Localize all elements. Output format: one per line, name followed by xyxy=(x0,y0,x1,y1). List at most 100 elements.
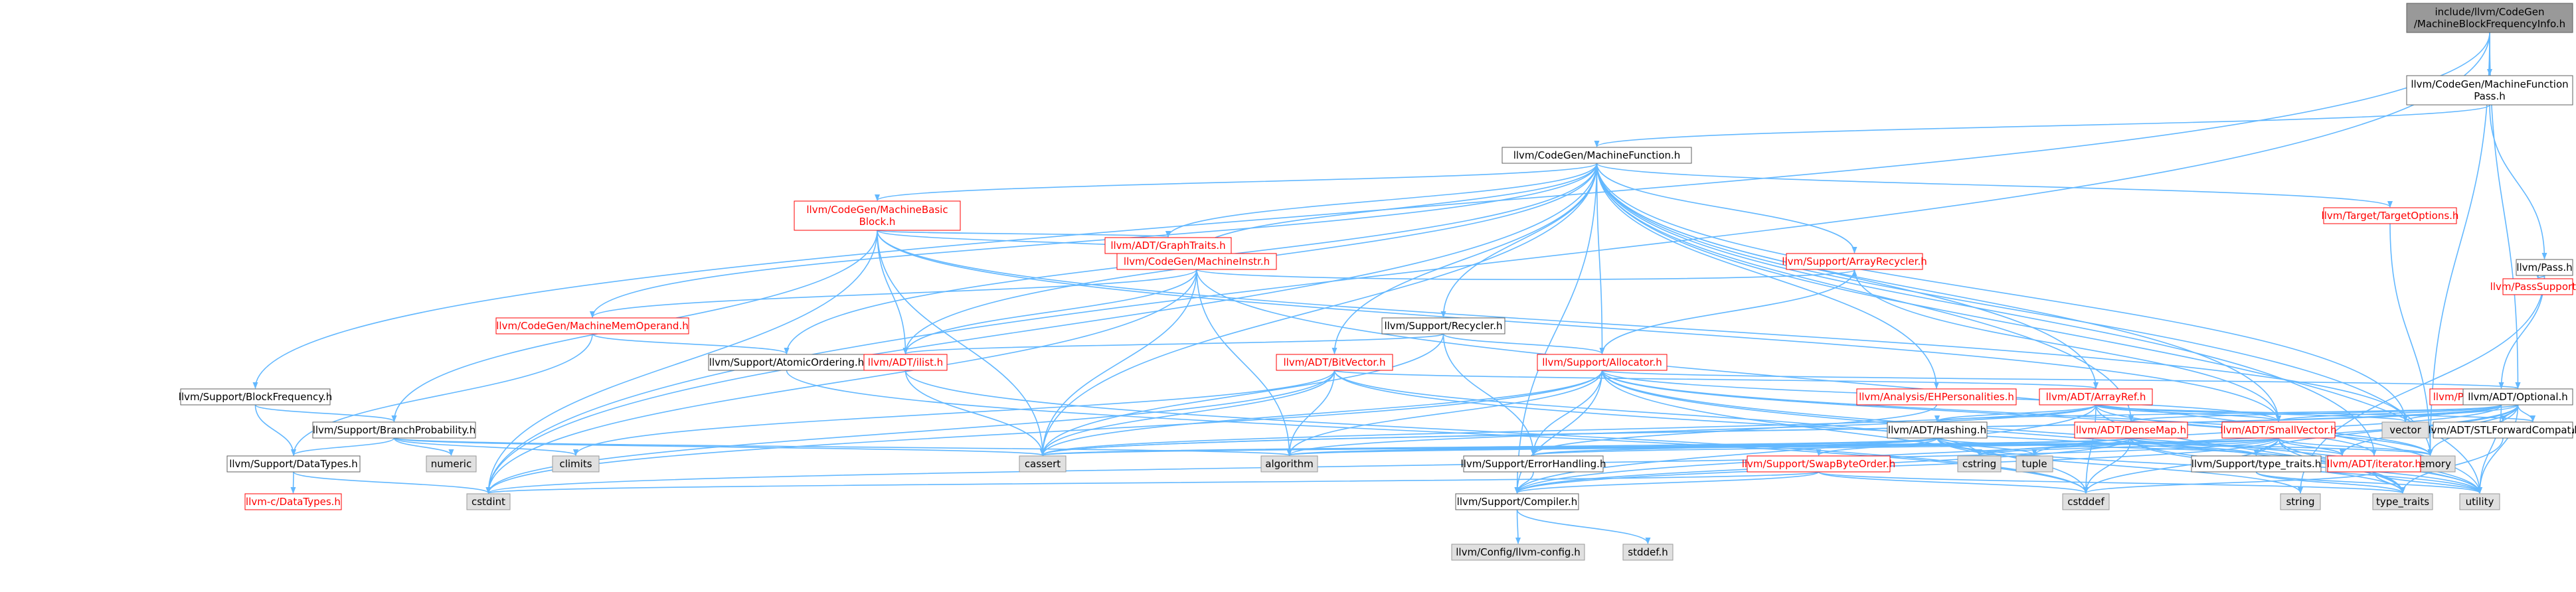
node-allocator[interactable]: llvm/Support/Allocator.h xyxy=(1537,354,1668,371)
node-label: utility xyxy=(2466,496,2494,508)
node-box xyxy=(2039,388,2153,406)
node-cstddef[interactable]: cstddef xyxy=(2062,493,2110,510)
node-label: llvm/CodeGen/MachineFunction.h xyxy=(1513,149,1681,161)
edge-mf-to-vector xyxy=(1596,163,2408,422)
node-label: cassert xyxy=(1025,458,1061,470)
edge-mf-to-smallvector xyxy=(1596,163,2281,422)
edge-hashing-to-typetraits xyxy=(1936,437,2259,456)
node-densemap[interactable]: llvm/ADT/DenseMap.h xyxy=(2074,421,2188,439)
node-box xyxy=(1260,455,1318,473)
node-atomicordering[interactable]: llvm/Support/AtomicOrdering.h xyxy=(708,354,865,371)
edge-minstr-to-ilist xyxy=(902,269,1197,354)
edge-swapbyte-to-compiler xyxy=(1514,471,1820,494)
node-ehpers[interactable]: llvm/Analysis/EHPersonalities.h xyxy=(1856,388,2017,406)
node-box xyxy=(708,354,865,371)
edge-branchprob-to-algorithm xyxy=(393,437,1292,456)
edge-mbb-to-graphtraits xyxy=(877,230,1171,238)
node-box xyxy=(2433,421,2573,439)
node-type_traits[interactable]: type_traits xyxy=(2372,493,2433,510)
edge-iterator-to-cstddef xyxy=(2083,471,2375,494)
node-typetraits[interactable]: llvm/Support/type_traits.h xyxy=(2191,455,2322,473)
node-smallvector[interactable]: llvm/ADT/SmallVector.h xyxy=(2220,421,2337,439)
edge-hashing-to-tuple xyxy=(1936,437,2037,456)
node-tuple[interactable]: tuple xyxy=(2016,455,2053,473)
edge-bitvector-to-cassert xyxy=(1040,370,1335,456)
node-stlforward[interactable]: llvm/ADT/STLForwardCompat.h xyxy=(2425,421,2576,439)
edge-smallvector-to-cstring xyxy=(1976,437,2279,456)
node-box xyxy=(180,388,331,406)
node-box xyxy=(2323,207,2457,224)
node-minstr[interactable]: llvm/CodeGen/MachineInstr.h xyxy=(1116,253,1277,270)
edge-blockfreq-to-datatypes xyxy=(254,404,296,456)
node-cstring[interactable]: cstring xyxy=(1957,455,2002,473)
node-box xyxy=(863,354,948,371)
node-utility[interactable]: utility xyxy=(2459,493,2500,510)
node-box xyxy=(1502,147,1692,164)
node-iterator[interactable]: llvm/ADT/iterator.h xyxy=(2327,455,2421,473)
node-cstdint[interactable]: cstdint xyxy=(466,493,511,510)
edge-allocator-to-cassert xyxy=(1040,370,1603,456)
node-graphtraits[interactable]: llvm/ADT/GraphTraits.h xyxy=(1104,237,1232,254)
node-llvmconfig[interactable]: llvm/Config/llvm-config.h xyxy=(1451,544,1585,561)
node-arrayref[interactable]: llvm/ADT/ArrayRef.h xyxy=(2039,388,2153,406)
node-label: llvm/Support/Recycler.h xyxy=(1384,320,1502,332)
node-optional[interactable]: llvm/ADT/Optional.h xyxy=(2462,388,2573,406)
edge-mfpass-to-pass xyxy=(2489,104,2547,259)
node-box xyxy=(1381,317,1505,334)
node-label: llvm/ADT/iterator.h xyxy=(2327,458,2421,470)
node-stddef[interactable]: stddef.h xyxy=(1622,544,1674,561)
node-cassert[interactable]: cassert xyxy=(1019,455,1067,473)
node-box xyxy=(1786,253,1923,270)
node-box xyxy=(2074,421,2188,439)
node-arrayrecycler[interactable]: llvm/Support/ArrayRecycler.h xyxy=(1782,253,1927,270)
node-mf[interactable]: llvm/CodeGen/MachineFunction.h xyxy=(1502,147,1692,164)
node-label: llvm/ADT/ilist.h xyxy=(868,356,943,368)
node-swapbyte[interactable]: llvm/Support/SwapByteOrder.h xyxy=(1742,455,1896,473)
edge-pass-to-string xyxy=(2298,275,2545,494)
node-algorithm[interactable]: algorithm xyxy=(1260,455,1318,473)
node-hashing[interactable]: llvm/ADT/Hashing.h xyxy=(1887,421,1988,439)
node-datatypes[interactable]: llvm/Support/DataTypes.h xyxy=(226,455,361,473)
node-climits[interactable]: climits xyxy=(552,455,600,473)
node-vector[interactable]: vector xyxy=(2381,421,2429,439)
edge-blockfreq-to-branchprob xyxy=(254,404,397,422)
edge-mf-to-iterator xyxy=(1596,163,2377,456)
node-label: llvm/Support/Compiler.h xyxy=(1457,496,1578,508)
node-box xyxy=(495,317,689,334)
edge-bitvector-to-arrayref xyxy=(1333,370,2099,389)
edge-smallvector-to-compiler xyxy=(1514,437,2279,494)
node-label: llvm/Support/Allocator.h xyxy=(1542,356,1662,368)
edge-compiler-to-stddef xyxy=(1516,509,1651,544)
node-numeric[interactable]: numeric xyxy=(426,455,477,473)
edge-iterator-to-utility xyxy=(2373,471,2482,494)
edge-swapbyte-to-type_traits xyxy=(1818,471,2405,494)
node-cdatatypes[interactable]: llvm-c/DataTypes.h xyxy=(244,493,342,510)
node-root[interactable]: include/llvm/CodeGen/MachineBlockFrequen… xyxy=(2406,3,2573,33)
node-mmo[interactable]: llvm/CodeGen/MachineMemOperand.h xyxy=(495,317,689,334)
node-bitvector[interactable]: llvm/ADT/BitVector.h xyxy=(1276,354,1393,371)
edge-smallvector-to-cstddef xyxy=(2083,437,2279,494)
node-pass[interactable]: llvm/Pass.h xyxy=(2516,259,2573,276)
node-ilist[interactable]: llvm/ADT/ilist.h xyxy=(863,354,948,371)
node-recycler[interactable]: llvm/Support/Recycler.h xyxy=(1381,317,1505,334)
node-label: llvm/Target/TargetOptions.h xyxy=(2322,210,2459,222)
node-label: numeric xyxy=(431,458,472,470)
node-label: llvm/ADT/SmallVector.h xyxy=(2220,424,2336,436)
node-branchprob[interactable]: llvm/Support/BranchProbability.h xyxy=(312,421,476,439)
node-compiler[interactable]: llvm/Support/Compiler.h xyxy=(1455,493,1579,510)
edge-arrayref-to-cassert xyxy=(1040,404,2097,456)
edge-mf-to-compiler xyxy=(1514,163,1598,494)
node-blockfreq[interactable]: llvm/Support/BlockFrequency.h xyxy=(179,388,332,406)
node-targetoptions[interactable]: llvm/Target/TargetOptions.h xyxy=(2322,207,2459,224)
edge-branchprob-to-climits xyxy=(393,437,578,456)
node-passsupport[interactable]: llvm/PassSupport.h xyxy=(2490,278,2576,295)
node-label: llvm/PassSupport.h xyxy=(2490,281,2576,293)
node-box xyxy=(426,455,477,473)
edge-mfpass-to-mf xyxy=(1594,104,2490,147)
edge-recycler-to-ilist xyxy=(903,333,1444,354)
node-string[interactable]: string xyxy=(2280,493,2321,510)
edge-mmo-to-datatypes xyxy=(291,333,593,456)
node-errorhandling[interactable]: llvm/Support/ErrorHandling.h xyxy=(1461,455,1606,473)
